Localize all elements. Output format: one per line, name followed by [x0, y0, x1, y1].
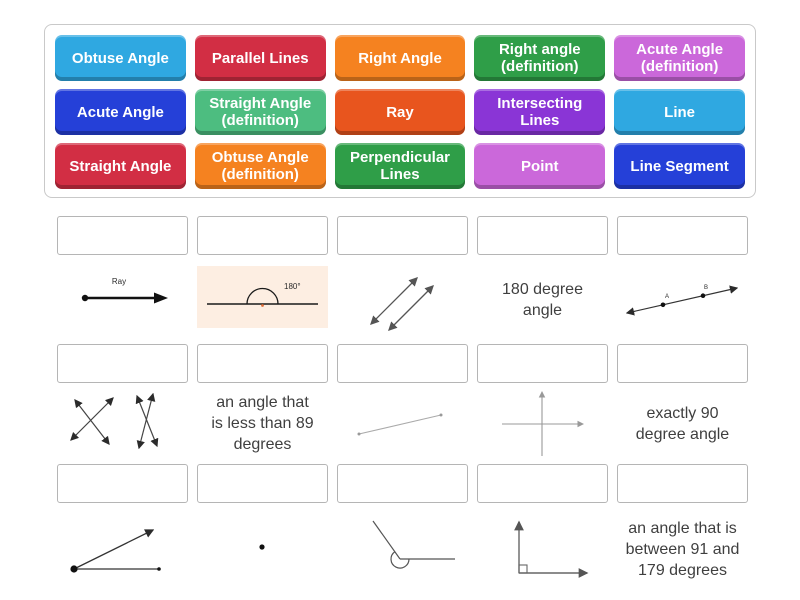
- tile-acute-angle-definition[interactable]: Acute Angle (definition): [614, 35, 745, 81]
- obtuse-angle-image: [337, 503, 468, 595]
- match-cell: exactly 90 degree angle: [617, 344, 748, 464]
- answer-slot-5[interactable]: [617, 216, 748, 255]
- tile-label: Right Angle: [358, 49, 442, 67]
- line-point-b-label: B: [704, 285, 708, 291]
- answer-slot-1[interactable]: [57, 216, 188, 255]
- tile-label: Line Segment: [630, 157, 729, 175]
- perpendicular-lines-image: [477, 383, 608, 464]
- match-cell: an angle that is less than 89 degrees: [197, 344, 328, 464]
- tile-point[interactable]: Point: [474, 143, 606, 189]
- tile-label: Ray: [386, 103, 414, 121]
- match-cell: A B: [617, 216, 748, 344]
- tile-label: Intersecting Lines: [497, 95, 583, 129]
- answer-row-3: an angle that is between 91 and 179 degr…: [57, 464, 748, 595]
- straight-angle-180-image: 180°: [197, 255, 328, 344]
- match-cell: an angle that is between 91 and 179 degr…: [617, 464, 748, 595]
- answer-row-2: an angle that is less than 89 degrees: [57, 344, 748, 464]
- tile-label: Point: [521, 157, 559, 175]
- ray-image: Ray: [57, 255, 188, 344]
- tile-label: Acute Angle: [76, 103, 164, 121]
- clue-text: exactly 90 degree angle: [635, 404, 730, 443]
- answer-slot-3[interactable]: [337, 216, 468, 255]
- answer-slot-6[interactable]: [57, 344, 188, 383]
- answer-slot-14[interactable]: [477, 464, 608, 503]
- clue-text: an angle that is between 91 and 179 degr…: [625, 519, 740, 579]
- intersecting-lines-image: [57, 383, 188, 464]
- tile-straight-angle[interactable]: Straight Angle: [55, 143, 186, 189]
- answer-row-1: Ray 180°: [57, 216, 748, 344]
- answer-slot-13[interactable]: [337, 464, 468, 503]
- clue-text: an angle that is less than 89 degrees: [211, 394, 314, 453]
- match-cell: 180 degree angle: [477, 216, 608, 344]
- answer-slot-11[interactable]: [57, 464, 188, 503]
- match-cell: [337, 344, 468, 464]
- point-image: [197, 503, 328, 595]
- tile-label: Obtuse Angle (definition): [211, 149, 309, 183]
- match-cell: [477, 344, 608, 464]
- tile-obtuse-angle-definition[interactable]: Obtuse Angle (definition): [194, 143, 326, 189]
- tile-label: Perpendicular Lines: [349, 149, 451, 183]
- tile-obtuse-angle[interactable]: Obtuse Angle: [55, 35, 186, 81]
- tile-perpendicular-lines[interactable]: Perpendicular Lines: [334, 143, 466, 189]
- answer-slot-12[interactable]: [197, 464, 328, 503]
- tile-label: Acute Angle (definition): [636, 41, 724, 75]
- match-cell: [337, 216, 468, 344]
- tile-label: Right angle (definition): [498, 41, 581, 75]
- right-angle-image: [477, 503, 608, 595]
- tile-acute-angle[interactable]: Acute Angle: [55, 89, 186, 135]
- word-bank-panel: Obtuse Angle Parallel Lines Right Angle …: [44, 24, 756, 198]
- tile-label: Obtuse Angle: [71, 49, 169, 67]
- tile-parallel-lines[interactable]: Parallel Lines: [194, 35, 326, 81]
- tile-label: Straight Angle: [69, 157, 172, 175]
- match-cell: 180°: [197, 216, 328, 344]
- tile-line-segment[interactable]: Line Segment: [614, 143, 745, 189]
- match-cell: [337, 464, 468, 595]
- answer-slot-9[interactable]: [477, 344, 608, 383]
- line-image: A B: [617, 255, 748, 344]
- clue-text-acute-definition: an angle that is less than 89 degrees: [197, 383, 328, 464]
- answer-slot-7[interactable]: [197, 344, 328, 383]
- tile-label: Parallel Lines: [211, 49, 309, 67]
- tile-intersecting-lines[interactable]: Intersecting Lines: [474, 89, 606, 135]
- tile-label: Straight Angle (definition): [209, 95, 312, 129]
- match-cell: [57, 464, 188, 595]
- tile-straight-angle-definition[interactable]: Straight Angle (definition): [194, 89, 326, 135]
- tile-ray[interactable]: Ray: [334, 89, 466, 135]
- answer-slot-4[interactable]: [477, 216, 608, 255]
- clue-text: 180 degree angle: [502, 280, 583, 319]
- match-cell: [57, 344, 188, 464]
- ray-label: Ray: [112, 277, 126, 286]
- tile-line[interactable]: Line: [614, 89, 745, 135]
- acute-angle-image: [57, 503, 188, 595]
- answer-slot-8[interactable]: [337, 344, 468, 383]
- clue-text-right-angle-definition: exactly 90 degree angle: [617, 383, 748, 464]
- match-cell: Ray: [57, 216, 188, 344]
- degree-180-label: 180°: [284, 282, 301, 291]
- line-segment-image: [337, 383, 468, 464]
- tile-right-angle[interactable]: Right Angle: [334, 35, 466, 81]
- clue-text-obtuse-definition: an angle that is between 91 and 179 degr…: [617, 503, 748, 595]
- answer-slot-2[interactable]: [197, 216, 328, 255]
- line-point-a-label: A: [665, 294, 669, 300]
- parallel-lines-image: [337, 255, 468, 344]
- match-cell: [477, 464, 608, 595]
- match-cell: [197, 464, 328, 595]
- tile-label: Line: [664, 103, 696, 121]
- answer-slot-15[interactable]: [617, 464, 748, 503]
- answer-slot-10[interactable]: [617, 344, 748, 383]
- tile-right-angle-definition[interactable]: Right angle (definition): [474, 35, 606, 81]
- clue-text-180-degree-angle: 180 degree angle: [477, 255, 608, 344]
